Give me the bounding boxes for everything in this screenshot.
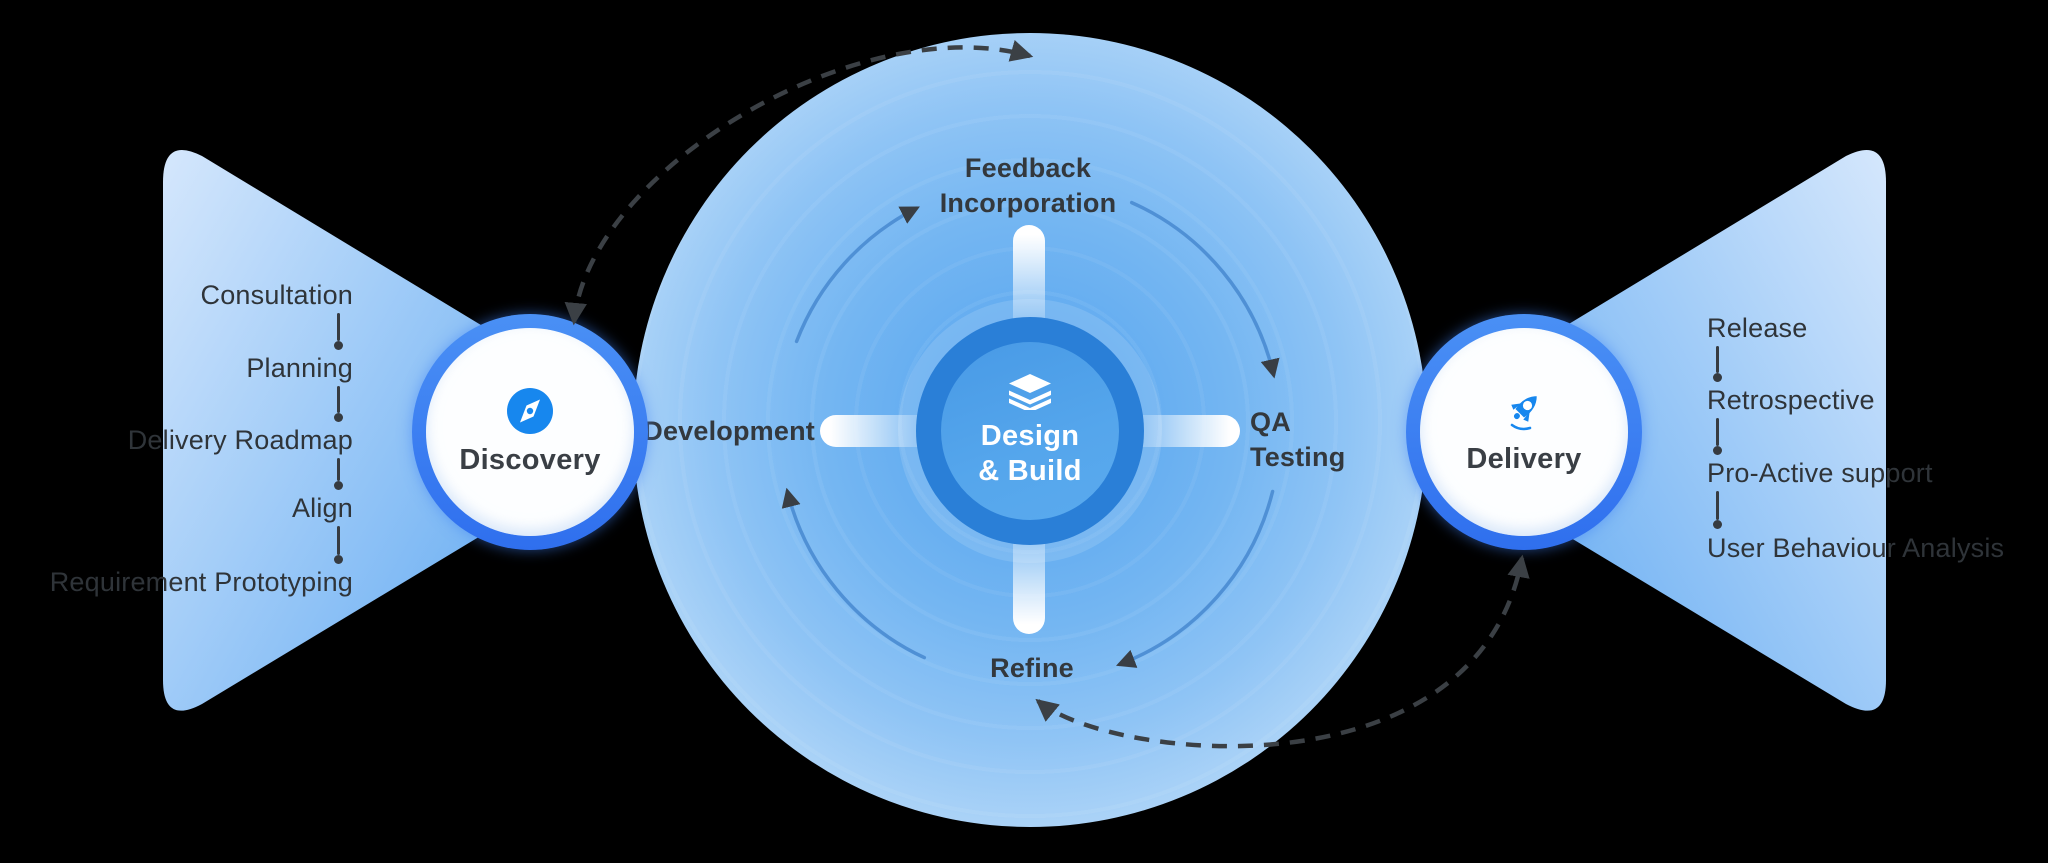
stage-label-qa-testing: QA Testing: [1250, 405, 1345, 475]
discovery-node-circle: Discovery: [426, 328, 634, 536]
connector: [334, 458, 343, 490]
stage-label-refine: Refine: [990, 653, 1074, 683]
design-build-hub[interactable]: Design & Build: [916, 317, 1144, 545]
connector: [1713, 346, 1722, 382]
delivery-node[interactable]: Delivery: [1406, 314, 1642, 550]
connector: [1713, 418, 1722, 455]
stage-label-feedback-incorporation: Feedback Incorporation: [878, 151, 1178, 221]
list-item-user-behaviour-analysis: User Behaviour Analysis: [1707, 533, 2005, 563]
layers-icon: [1009, 374, 1051, 410]
feedback-line1: Feedback: [964, 153, 1092, 183]
connector: [334, 313, 343, 350]
hub-label-line2: & Build: [978, 455, 1082, 487]
connector: [334, 526, 343, 564]
discovery-label: Discovery: [459, 443, 601, 476]
list-item-planning: Planning: [246, 353, 353, 383]
stage-label-development: Development: [643, 416, 815, 446]
delivery-node-circle: Delivery: [1420, 328, 1628, 536]
delivery-label: Delivery: [1466, 442, 1582, 475]
list-item-delivery-roadmap: Delivery Roadmap: [127, 425, 353, 455]
list-item-consultation: Consultation: [200, 280, 353, 310]
list-item-align: Align: [291, 493, 353, 523]
discovery-node[interactable]: Discovery: [412, 314, 648, 550]
connector: [1713, 491, 1722, 529]
compass-icon: [507, 387, 553, 434]
list-item-proactive-support: Pro-Active support: [1707, 458, 1933, 488]
list-item-requirement-prototyping: Requirement Prototyping: [49, 567, 353, 597]
list-item-retrospective: Retrospective: [1707, 385, 1875, 415]
qa-line1: QA: [1250, 407, 1291, 437]
rocket-icon: [1510, 395, 1537, 430]
hub-label-line1: Design: [980, 420, 1080, 452]
connector: [334, 386, 343, 422]
right-funnel-shape: [1423, 149, 1886, 711]
feedback-line2: Incorporation: [939, 188, 1117, 218]
list-item-release: Release: [1707, 313, 1808, 343]
design-build-hub-inner: Design & Build: [941, 342, 1119, 520]
qa-line2: Testing: [1250, 442, 1346, 472]
left-funnel-shape: [163, 149, 625, 711]
